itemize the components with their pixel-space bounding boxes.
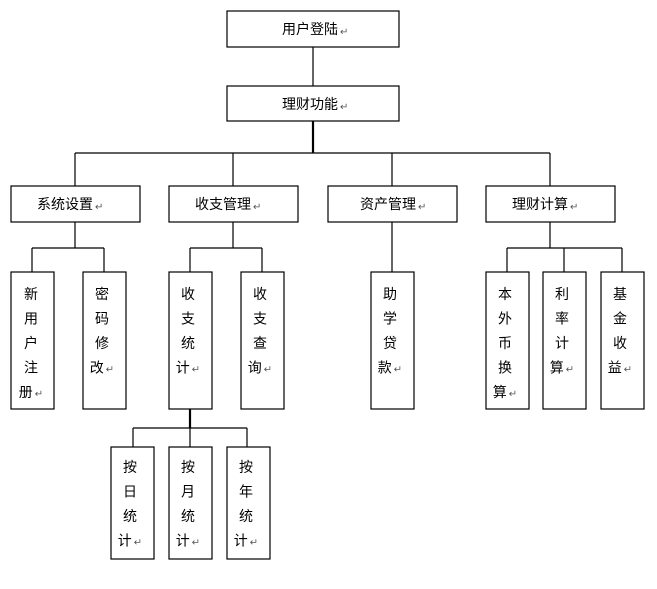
node-finance-functions: 理财功能 ↵ [226, 85, 400, 122]
return-mark: ↵ [340, 102, 348, 113]
node-label: 理财功能 [282, 97, 338, 113]
leaf-new-user-register: 新用户注册↵ [10, 271, 55, 410]
node-label: 收支管理 [195, 197, 251, 213]
connectors [31, 47, 623, 447]
leaf-fund-yield: 基金收益↵ [600, 271, 645, 410]
node-label: 新用户注册↵ [19, 287, 43, 401]
return-mark: ↵ [418, 202, 426, 213]
node-income-expense-mgmt: 收支管理 ↵ [168, 185, 299, 223]
leaf-income-expense-stats: 收支统计↵ [168, 271, 213, 410]
leaf-interest-calc: 利率计算↵ [542, 271, 587, 410]
return-mark: ↵ [253, 202, 261, 213]
node-asset-mgmt: 资产管理 ↵ [327, 185, 458, 223]
node-label: 按年统计↵ [234, 460, 258, 550]
node-finance-calc: 理财计算 ↵ [485, 185, 616, 223]
leaf-income-expense-query: 收支查询↵ [240, 271, 285, 410]
node-user-login: 用户登陆 ↵ [226, 10, 400, 48]
leaf-password-change: 密码修改↵ [82, 271, 127, 410]
node-label: 按月统计↵ [176, 460, 200, 550]
node-label: 密码修改↵ [90, 286, 114, 377]
node-label: 本外币换算↵ [493, 287, 517, 401]
leaf-yearly-stats: 按年统计↵ [226, 446, 271, 560]
node-label: 收支查询↵ [248, 287, 272, 377]
node-label: 用户登陆 [282, 21, 338, 38]
node-label: 按日统计↵ [118, 460, 142, 550]
node-label: 资产管理 [360, 197, 416, 213]
node-label: 系统设置 [37, 197, 93, 213]
node-label: 收支统计↵ [176, 287, 200, 377]
leaf-currency-exchange: 本外币换算↵ [485, 271, 530, 410]
leaf-daily-stats: 按日统计↵ [110, 446, 155, 560]
node-system-settings: 系统设置 ↵ [10, 185, 141, 223]
return-mark: ↵ [570, 202, 578, 213]
node-label: 基金收益↵ [608, 286, 632, 377]
leaf-student-loan: 助学贷款↵ [370, 271, 415, 410]
leaf-monthly-stats: 按月统计↵ [168, 446, 213, 560]
node-label: 理财计算 [512, 197, 568, 213]
node-label: 利率计算↵ [550, 287, 574, 377]
return-mark: ↵ [95, 202, 103, 213]
node-label: 助学贷款↵ [378, 287, 402, 377]
return-mark: ↵ [340, 27, 348, 38]
